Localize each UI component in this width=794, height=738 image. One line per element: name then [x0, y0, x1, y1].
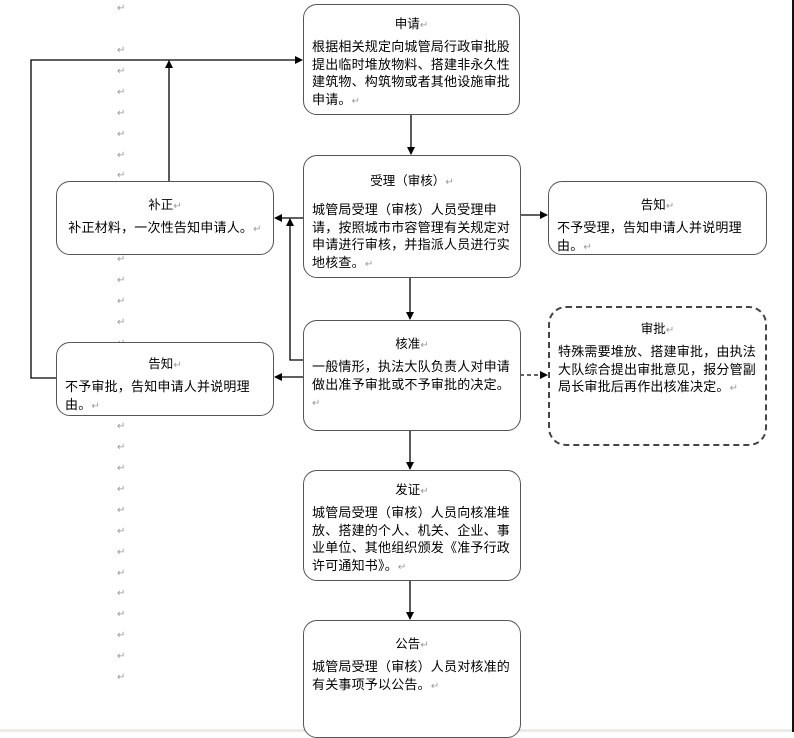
node-issue: 发证↵ 城管局受理（审核）人员向核准堆放、搭建的个人、机关、企业、事业单位、其他… — [303, 470, 521, 581]
paragraph-mark: ↵ — [117, 483, 126, 495]
paragraph-mark: ↵ — [117, 65, 126, 77]
paragraph-mark: ↵ — [117, 504, 126, 516]
paragraph-mark: ↵ — [117, 546, 126, 558]
edge-approve-to-accept — [286, 218, 303, 361]
paragraph-mark: ↵ — [117, 525, 126, 537]
node-supplement-body: 补正材料，一次性告知申请人。↵ — [68, 221, 262, 236]
edge-notify-reject-approve-to-apply — [30, 56, 303, 379]
node-accept: 受理（审核）↵ 城管局受理（审核）人员受理申请，按照城市市容管理有关规定对申请进… — [303, 155, 521, 278]
paragraph-mark: ↵ — [117, 45, 126, 56]
node-notify-reject-accept-title: 告知↵ — [640, 197, 675, 212]
node-issue-body: 城管局受理（审核）人员向核准堆放、搭建的个人、机关、企业、事业单位、其他组织颁发… — [312, 506, 511, 574]
paragraph-mark: ↵ — [117, 316, 126, 328]
node-notify-reject-approve-body: 不予审批，告知申请人并说明理由。↵ — [65, 380, 250, 413]
paragraph-mark: ↵ — [117, 463, 126, 474]
paragraph-mark: ↵ — [117, 651, 126, 663]
paragraph-mark: ↵ — [117, 295, 126, 307]
node-announce-title: 公告↵ — [395, 636, 429, 651]
paragraph-mark: ↵ — [117, 128, 126, 140]
paragraph-mark: ↵ — [117, 3, 126, 14]
node-issue-title: 发证↵ — [395, 482, 429, 497]
paragraph-mark: ↵ — [117, 274, 126, 286]
node-accept-title: 受理（审核）↵ — [370, 173, 454, 188]
node-apply: 申请↵ 根据相关规定向城管局行政审批股提出临时堆放物料、搭建非永久性建筑物、构筑… — [303, 4, 520, 115]
paragraph-mark: ↵ — [117, 254, 126, 265]
node-accept-body: 城管局受理（审核）人员受理申请，按照城市市容管理有关规定对申请进行审核，并指派人… — [312, 203, 511, 271]
page-right-edge — [792, 0, 794, 732]
paragraph-mark: ↵ — [117, 672, 126, 683]
node-notify-reject-accept-body: 不予受理，告知申请人并说明理由。↵ — [557, 221, 742, 254]
node-apply-title: 申请↵ — [394, 16, 429, 31]
paragraph-mark: ↵ — [117, 442, 126, 454]
paragraph-mark: ↵ — [117, 86, 126, 98]
node-review-body: 特殊需要堆放、搭建审批，由执法大队综合提出审批意见，报分管副局长审批后再作出核准… — [558, 345, 757, 395]
node-approve: 核准↵ 一般情形，执法大队负责人对申请做出准予审批或不予审批的决定。↵ — [303, 320, 521, 431]
paragraph-mark: ↵ — [117, 567, 126, 579]
node-announce: 公告↵ 城管局受理（审核）人员对核准的有关事项予以公告。↵ — [303, 620, 521, 738]
paragraph-mark: ↵ — [117, 421, 126, 433]
node-approve-body: 一般情形，执法大队负责人对申请做出准予审批或不予审批的决定。↵ — [312, 360, 511, 409]
node-supplement-title: 补正↵ — [148, 197, 182, 212]
node-review: 审批↵ 特殊需要堆放、搭建审批，由执法大队综合提出审批意见，报分管副局长审批后再… — [548, 306, 767, 446]
node-announce-body: 城管局受理（审核）人员对核准的有关事项予以公告。↵ — [312, 660, 511, 693]
node-notify-reject-approve: 告知↵ 不予审批，告知申请人并说明理由。↵ — [56, 342, 274, 416]
node-notify-reject-accept: 告知↵ 不予受理，告知申请人并说明理由。↵ — [548, 181, 767, 255]
node-supplement: 补正↵ 补正材料，一次性告知申请人。↵ — [56, 181, 274, 255]
node-notify-reject-approve-title: 告知↵ — [148, 356, 182, 371]
paragraph-mark: ↵ — [117, 170, 126, 182]
node-approve-title: 核准↵ — [395, 336, 429, 351]
paragraph-mark: ↵ — [117, 609, 126, 621]
paragraph-mark: ↵ — [117, 149, 126, 161]
paragraph-mark: ↵ — [117, 630, 126, 642]
paragraph-mark: ↵ — [117, 107, 126, 119]
paragraph-mark: ↵ — [117, 588, 126, 600]
node-review-title: 审批↵ — [640, 321, 675, 336]
node-apply-body: 根据相关规定向城管局行政审批股提出临时堆放物料、搭建非永久性建筑物、构筑物或者其… — [312, 40, 511, 108]
